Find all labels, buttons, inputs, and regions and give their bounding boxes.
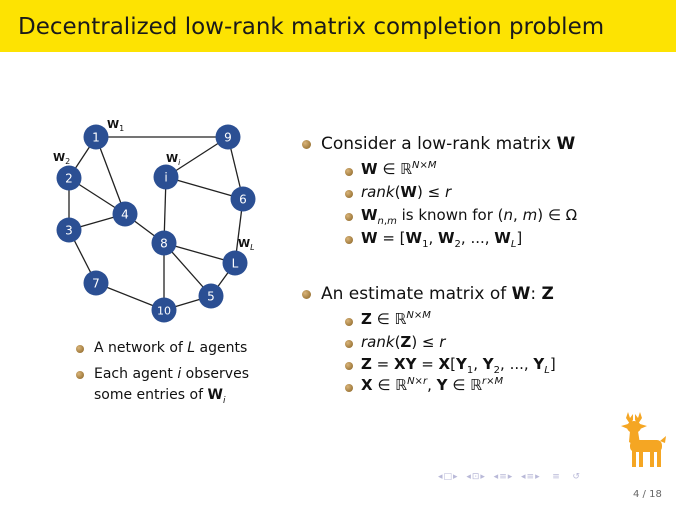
- s2-item-1: Z ∈ ℝN×M: [361, 310, 431, 328]
- edge: [95, 136, 126, 215]
- beamer-nav-bar: ◂□▸ ◂⊡▸ ◂≡▸ ◂≡▸ ≡ ↺: [438, 472, 581, 482]
- bullet-icon: [345, 190, 353, 198]
- node-6: 6: [230, 186, 256, 212]
- node-label: 1: [92, 131, 100, 145]
- slide-title: Decentralized low-rank matrix completion…: [18, 14, 605, 40]
- bullet-icon: [302, 290, 311, 299]
- label-w2: W2: [53, 151, 70, 166]
- node-5: 5: [198, 283, 224, 309]
- bullet-icon: [345, 384, 353, 392]
- nav-subsection-next-icon[interactable]: ▸: [480, 472, 486, 482]
- nav-subsection-prev-icon[interactable]: ◂: [466, 472, 472, 482]
- node-label: 8: [160, 237, 168, 251]
- nav-section-next-icon[interactable]: ▸: [507, 472, 514, 482]
- nav-frame-icon[interactable]: □: [443, 472, 454, 482]
- page-number: 4 / 18: [633, 489, 662, 500]
- label-wi: Wi: [166, 152, 181, 167]
- bullet-icon: [302, 140, 311, 149]
- node-7: 7: [83, 270, 109, 296]
- nav-doc-icon[interactable]: ≡: [526, 472, 536, 482]
- node-2: 2: [56, 165, 82, 191]
- left-bullet-2-line2: some entries of Wi: [94, 387, 226, 406]
- node-label: 9: [224, 131, 232, 145]
- section2-heading: An estimate matrix of W: Z: [321, 284, 554, 304]
- nav-subsection-icon[interactable]: ⊡: [471, 472, 481, 482]
- nav-frame-prev-icon[interactable]: ◂: [438, 472, 444, 482]
- nav-section-prev-icon[interactable]: ◂: [493, 472, 500, 482]
- label-w1: W1: [107, 118, 124, 133]
- nav-doc-next-icon[interactable]: ▸: [535, 472, 541, 482]
- node-label: 3: [65, 224, 73, 238]
- bullet-icon: [345, 340, 353, 348]
- nav-align-icon[interactable]: ≡: [552, 472, 561, 482]
- node-4: 4: [112, 201, 138, 227]
- deer-logo-icon: [621, 412, 666, 467]
- bullet-icon: [345, 213, 353, 221]
- s1-item-2: rank(W) ≤ r: [361, 183, 452, 201]
- bullet-icon: [345, 318, 353, 326]
- bullet-icon: [76, 371, 84, 379]
- title-bar: [0, 0, 676, 52]
- node-label: L: [232, 257, 239, 271]
- node-9: 9: [215, 124, 241, 150]
- node-label: 5: [207, 290, 215, 304]
- node-10: 10: [151, 297, 177, 323]
- edge: [165, 176, 244, 200]
- node-label: 2: [65, 172, 73, 186]
- node-i: i: [153, 164, 179, 190]
- left-bullet-1: A network of L agents: [94, 340, 248, 356]
- nav-frame-next-icon[interactable]: ▸: [453, 472, 459, 482]
- label-wL: WL: [238, 237, 255, 252]
- s1-item-3: Wn,m is known for (n, m) ∈ Ω: [361, 206, 578, 227]
- s2-item-2: rank(Z) ≤ r: [361, 333, 446, 351]
- graph-nodes: 1 9 2 i 6 4 3 8 L 7 5 10: [56, 124, 256, 323]
- nav-search-icon[interactable]: ↺: [572, 472, 581, 482]
- s2-item-3: Z = XY = X[Y1, Y2, ..., YL]: [361, 355, 556, 376]
- node-label: 4: [121, 208, 129, 222]
- s1-item-1: W ∈ ℝN×M: [361, 160, 437, 178]
- s2-item-4: X ∈ ℝN×r, Y ∈ ℝr×M: [361, 376, 504, 394]
- nav-section-icon[interactable]: ≡: [499, 472, 508, 482]
- bullet-icon: [76, 345, 84, 353]
- node-label: 7: [92, 277, 100, 291]
- s1-item-4: W = [W1, W2, ..., WL]: [361, 229, 523, 250]
- node-L: L: [222, 250, 248, 276]
- nav-doc-prev-icon[interactable]: ◂: [521, 472, 527, 482]
- node-8: 8: [151, 230, 177, 256]
- node-1: 1: [83, 124, 109, 150]
- node-label: i: [164, 171, 167, 185]
- node-3: 3: [56, 217, 82, 243]
- node-annotations: W1 W2 Wi WL: [53, 118, 255, 252]
- section1-heading: Consider a low-rank matrix W: [321, 134, 576, 154]
- left-bullet-2-line1: Each agent i observes: [94, 366, 249, 382]
- bullet-icon: [345, 168, 353, 176]
- bullet-icon: [345, 236, 353, 244]
- node-label: 6: [239, 193, 247, 207]
- bullet-icon: [345, 362, 353, 370]
- node-label: 10: [157, 305, 171, 318]
